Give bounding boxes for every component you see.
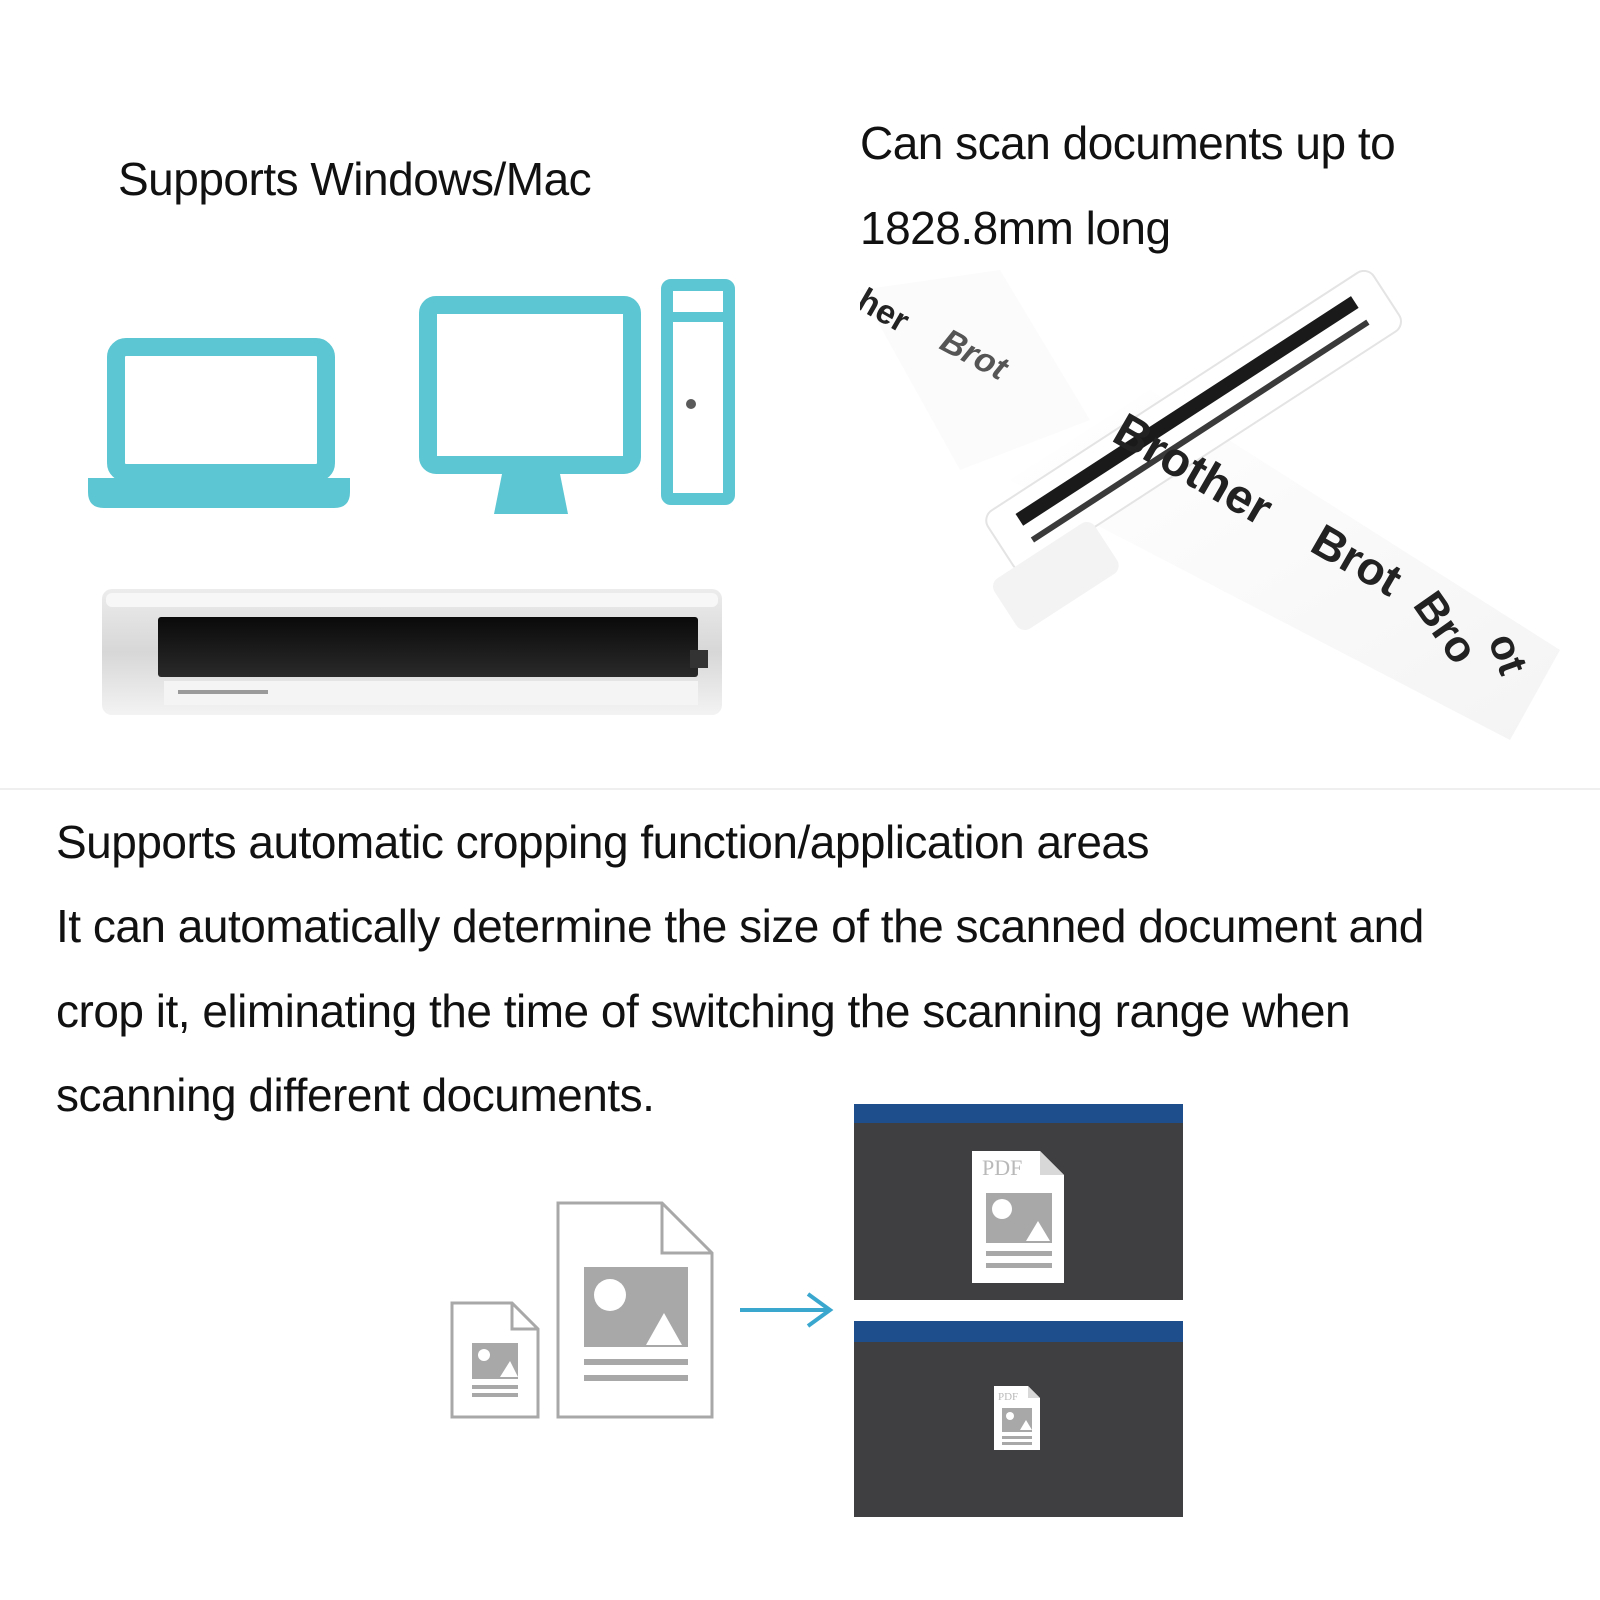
scanner-front-image	[102, 589, 722, 715]
result-panel-small-bar	[854, 1321, 1183, 1342]
long-document-heading-line1: Can scan documents up to	[860, 117, 1396, 169]
auto-crop-heading: Supports automatic cropping function/app…	[56, 816, 1150, 868]
scanner-long-paper-image: her Brot Brother Brot Bro ot	[860, 270, 1560, 740]
result-panel-small: PDF	[854, 1321, 1183, 1517]
large-document-icon	[556, 1201, 714, 1419]
pdf-document-large-icon: PDF	[972, 1151, 1064, 1283]
pdf-label-small: PDF	[998, 1391, 1018, 1403]
auto-crop-body-line2: crop it, eliminating the time of switchi…	[56, 985, 1351, 1037]
laptop-icon	[88, 338, 350, 508]
desktop-monitor-icon	[419, 296, 641, 514]
computer-devices-illustration	[88, 279, 735, 514]
small-document-icon	[450, 1301, 540, 1419]
long-document-heading-line2: 1828.8mm long	[860, 202, 1171, 254]
source-documents-illustration	[450, 1201, 714, 1419]
windows-mac-heading: Supports Windows/Mac	[118, 153, 592, 205]
result-panel-large-bar	[854, 1104, 1183, 1123]
auto-crop-body-line3: scanning different documents.	[56, 1069, 655, 1121]
result-panel-large: PDF	[854, 1104, 1183, 1300]
section-divider	[0, 788, 1600, 790]
pdf-label-large: PDF	[982, 1155, 1022, 1180]
arrow-right-icon	[740, 1292, 834, 1328]
pdf-document-small-icon: PDF	[994, 1386, 1040, 1450]
auto-crop-body-line1: It can automatically determine the size …	[56, 900, 1424, 952]
pc-tower-icon	[661, 279, 735, 505]
